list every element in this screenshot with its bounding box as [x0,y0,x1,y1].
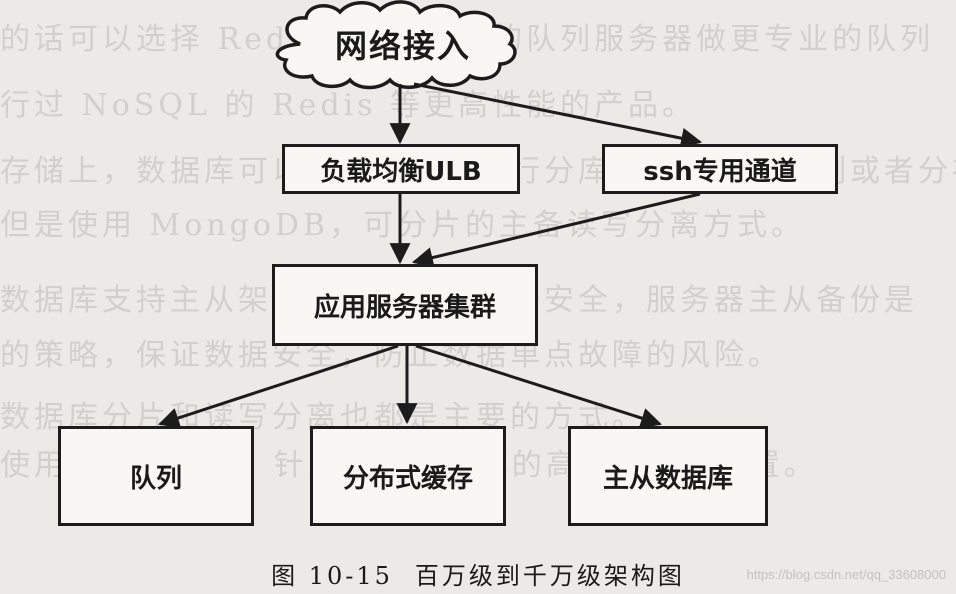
node-load-balancer-ulb: 负载均衡ULB [282,144,520,194]
node-label: 队列 [129,463,182,494]
node-label: 负载均衡ULB [320,156,482,187]
arrow-ssh-to-cluster [411,192,701,268]
arrow-cloud-to-ssh [413,82,703,149]
node-app-server-cluster: 应用服务器集群 [272,264,538,346]
figure-caption: 图 10-15 百万级到千万级架构图 [0,556,956,591]
arrow-cluster-to-queue [158,344,399,429]
cloud-node-label: 网络接入 [334,27,471,65]
node-distributed-cache: 分布式缓存 [310,426,506,526]
node-label: 应用服务器集群 [313,292,496,323]
node-master-slave-database: 主从数据库 [568,426,768,526]
node-label: 主从数据库 [602,463,733,494]
arrow-cluster-to-db [415,344,663,429]
node-queue: 队列 [58,426,254,526]
watermark: https://blog.csdn.net/qq_33608000 [746,567,947,582]
node-label: 分布式缓存 [342,463,473,494]
figure-title: 百万级到千万级架构图 [414,562,685,590]
cloud-shape [275,0,517,90]
figure-number: 图 10-15 [271,562,393,590]
node-ssh-channel: ssh专用通道 [602,144,838,194]
node-label: ssh专用通道 [643,156,797,187]
